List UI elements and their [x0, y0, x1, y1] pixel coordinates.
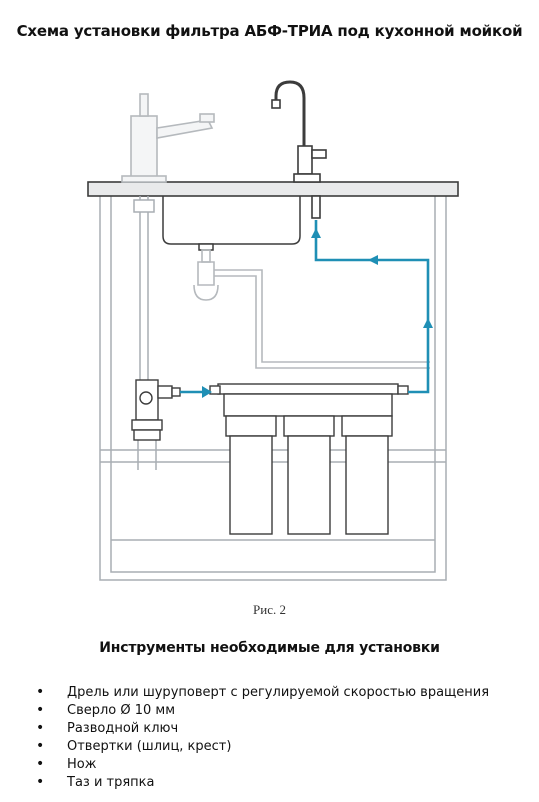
- list-item: •Разводной ключ: [36, 720, 179, 736]
- tools-list: •Дрель или шуруповерт с регулируемой ско…: [36, 683, 489, 791]
- list-item: •Дрель или шуруповерт с регулируемой ско…: [36, 684, 490, 700]
- bullet-icon: •: [36, 684, 45, 700]
- sink-bowl: [162, 196, 301, 251]
- bullet-icon: •: [36, 774, 45, 790]
- list-item: •Нож: [36, 756, 97, 772]
- inlet-ball-valve: [131, 379, 181, 441]
- bullet-icon: •: [36, 756, 45, 772]
- tools-heading: Инструменты необходимые для установки: [99, 640, 440, 656]
- filter-housing-2: [283, 415, 335, 535]
- bullet-icon: •: [36, 738, 45, 754]
- figure-caption: Рис. 2: [253, 602, 286, 617]
- bullet-icon: •: [36, 702, 45, 718]
- installation-diagram: [87, 80, 459, 581]
- list-item: •Отвертки (шлиц, крест): [36, 738, 232, 754]
- flow-arrows: [202, 228, 433, 398]
- filter-housing-3: [341, 415, 393, 535]
- countertop: [87, 181, 459, 197]
- triple-filter: [209, 383, 409, 535]
- list-item: •Сверло Ø 10 мм: [36, 702, 176, 718]
- filter-housing-1: [225, 415, 277, 535]
- drinking-water-faucet: [271, 80, 327, 219]
- list-item: •Таз и тряпка: [36, 774, 155, 790]
- page-title: Схема установки фильтра АБФ-ТРИА под кух…: [16, 22, 523, 40]
- water-flow-line: [180, 220, 430, 394]
- bullet-icon: •: [36, 720, 45, 736]
- drain-siphon: [193, 249, 430, 369]
- mixer-faucet: [121, 93, 215, 183]
